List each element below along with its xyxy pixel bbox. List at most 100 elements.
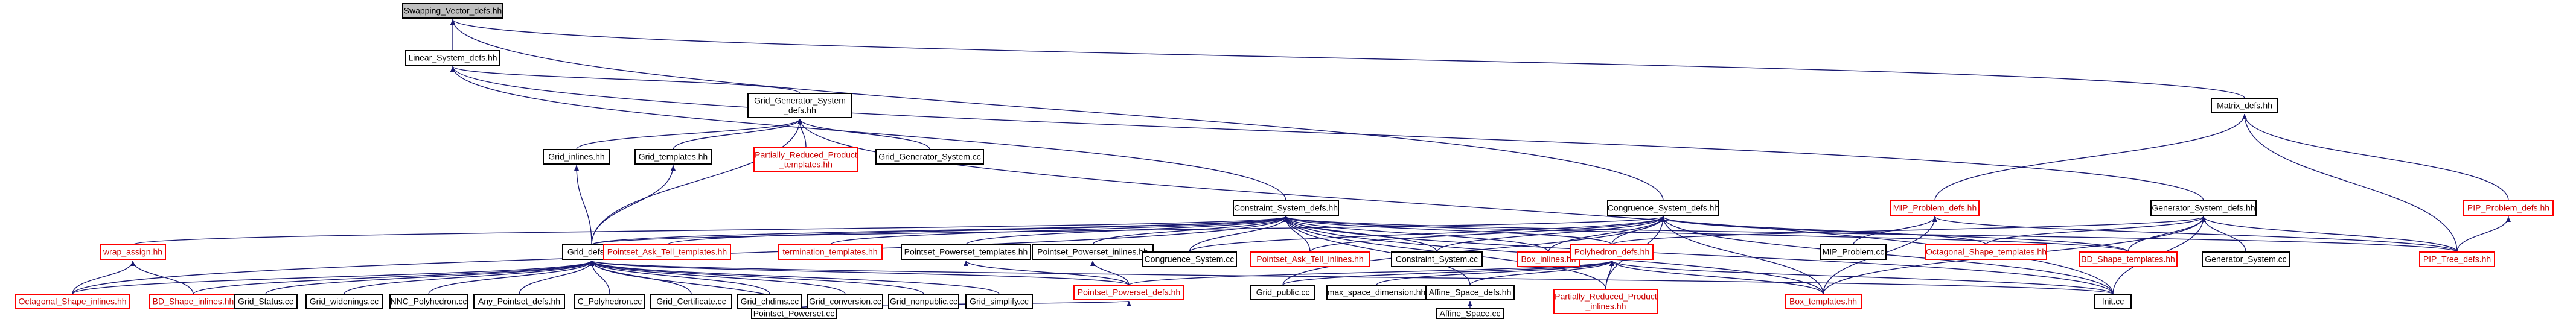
node-label: Grid_chdims.cc (741, 297, 799, 306)
node-box (389, 294, 468, 309)
node-asd[interactable]: Affine_Space_defs.hh (1425, 285, 1515, 300)
edge-phd-to-gsd (1611, 216, 2206, 245)
node-cpol[interactable]: C_Polyhedron.cc (574, 294, 645, 309)
edge-cgsc-to-cgsd (1189, 216, 1666, 253)
node-gcert[interactable]: Grid_Certificate.cc (650, 294, 732, 309)
node-gst[interactable]: Grid_Status.cc (234, 294, 298, 309)
edge-asd-to-phd (1469, 260, 1614, 286)
node-ppd[interactable]: Pointset_Powerset_defs.hh (1073, 285, 1184, 300)
node-octi[interactable]: Octagonal_Shape_inlines.hh (15, 294, 130, 309)
node-ppt[interactable]: Pointset_Powerset_templates.hh (901, 244, 1031, 260)
node-gpub[interactable]: Grid_public.cc (1250, 285, 1315, 300)
node-box (807, 294, 883, 309)
node-label: _inlines.hh (1585, 302, 1626, 311)
edge-ppd-to-ppi (1090, 260, 1130, 286)
node-patt[interactable]: Pointset_Ask_Tell_templates.hh (603, 244, 731, 260)
edge-phd-to-csd (1283, 216, 1612, 245)
node-phd[interactable]: Polyhedron_defs.hh (1570, 244, 1654, 260)
node-gwid[interactable]: Grid_widenings.cc (305, 294, 383, 309)
node-gconv[interactable]: Grid_conversion.cc (807, 294, 883, 309)
node-box (603, 244, 731, 260)
node-nnc[interactable]: NNC_Polyhedron.cc (389, 294, 468, 309)
node-box (1607, 200, 1719, 216)
node-csd[interactable]: Constraint_System_defs.hh (1233, 200, 1339, 216)
node-lsd[interactable]: Linear_System_defs.hh (405, 50, 500, 66)
node-bdsi[interactable]: BD_Shape_inlines.hh (149, 294, 237, 309)
edge-gchd-to-gdef (589, 260, 770, 295)
node-box (778, 244, 883, 260)
edge-gdef-to-cgsd (591, 216, 1666, 245)
node-gin[interactable]: Grid_inlines.hh (543, 149, 610, 165)
node-box (875, 149, 984, 165)
edge-pati-to-cgsd (1309, 216, 1666, 253)
node-label: Affine_Space_defs.hh (1429, 288, 1512, 297)
node-label: NNC_Polyhedron.cc (391, 297, 467, 306)
node-apd[interactable]: Any_Pointset_defs.hh (473, 294, 565, 309)
node-octt[interactable]: Octagonal_Shape_templates.hh (1925, 244, 2047, 260)
edge-msd-to-phd (1376, 260, 1614, 286)
node-mipc[interactable]: MIP_Problem.cc (1820, 244, 1887, 260)
node-label: Grid_public.cc (1256, 288, 1310, 297)
node-ggsc[interactable]: Grid_Generator_System.cc (875, 149, 984, 165)
node-csc[interactable]: Constraint_System.cc (1391, 251, 1483, 267)
node-cgsc[interactable]: Congruence_System.cc (1142, 251, 1237, 267)
node-label: Any_Pointset_defs.hh (478, 297, 560, 306)
edge-ppd-to-ppt (964, 260, 1130, 286)
edge-gwid-to-gdef (344, 260, 594, 295)
node-mipd[interactable]: MIP_Problem_defs.hh (1890, 200, 1980, 216)
node-pipt[interactable]: PIP_Tree_defs.hh (2419, 251, 2495, 267)
edge-asd-to-csd (1283, 216, 1471, 286)
edge-mipd-to-mat (1934, 113, 2247, 201)
node-gsimp[interactable]: Grid_simplify.cc (965, 294, 1033, 309)
node-label: Matrix_defs.hh (2217, 101, 2272, 110)
node-label: Grid_widenings.cc (310, 297, 379, 306)
node-pipd[interactable]: PIP_Problem_defs.hh (2463, 200, 2554, 216)
node-term[interactable]: termination_templates.hh (778, 244, 883, 260)
node-msd[interactable]: max_space_dimension.hh (1326, 285, 1427, 300)
node-mat[interactable]: Matrix_defs.hh (2211, 98, 2278, 113)
node-swv[interactable]: Swapping_Vector_defs.hh (402, 3, 503, 19)
node-ggs[interactable]: Grid_Generator_System_defs.hh (747, 93, 852, 118)
edge-gpub-to-phd (1282, 260, 1614, 286)
node-bdst[interactable]: BD_Shape_templates.hh (2079, 251, 2178, 267)
node-boxt[interactable]: Box_templates.hh (1785, 294, 1862, 309)
node-wrap[interactable]: wrap_assign.hh (100, 244, 166, 260)
node-label: Box_templates.hh (1789, 297, 1857, 306)
node-asc[interactable]: Affine_Space.cc (1436, 308, 1504, 319)
edge-gin-to-ggs (576, 118, 802, 150)
node-label: Linear_System_defs.hh (408, 53, 497, 63)
node-gnonp[interactable]: Grid_nonpublic.cc (888, 294, 959, 309)
node-box (1570, 244, 1654, 260)
node-prp[interactable]: Partially_Reduced_Product_templates.hh (753, 147, 858, 172)
node-box (1925, 244, 2047, 260)
node-label: Partially_Reduced_Product (1555, 292, 1657, 302)
node-gsc[interactable]: Generator_System.cc (2202, 251, 2290, 267)
edge-pipd-to-mat (2242, 113, 2509, 201)
edge-ppd-to-phd (1128, 260, 1614, 286)
node-cgsd[interactable]: Congruence_System_defs.hh (1607, 200, 1719, 216)
node-label: Octagonal_Shape_templates.hh (1926, 247, 2047, 257)
edge-octt-to-cgsd (1661, 216, 1987, 245)
node-label: max_space_dimension.hh (1328, 288, 1426, 297)
node-label: Pointset_Powerset_templates.hh (904, 247, 1028, 257)
node-ppi[interactable]: Pointset_Powerset_inlines.hh (1032, 244, 1154, 260)
edge-gdef-to-gtp (591, 165, 676, 245)
node-prpi[interactable]: Partially_Reduced_Product_inlines.hh (1553, 289, 1658, 314)
node-gtp[interactable]: Grid_templates.hh (634, 149, 712, 165)
node-pati[interactable]: Pointset_Ask_Tell_inlines.hh (1250, 251, 1370, 267)
edge-apd-to-gdef (519, 260, 594, 295)
node-label: Affine_Space.cc (1440, 309, 1501, 318)
node-label: Init.cc (2102, 297, 2124, 306)
node-pps[interactable]: Pointset_Powerset.cc (751, 308, 837, 319)
node-label: Congruence_System.cc (1145, 254, 1235, 264)
edge-prpi-to-phd (1605, 260, 1614, 290)
node-label: PIP_Problem_defs.hh (2467, 203, 2549, 213)
node-gchd[interactable]: Grid_chdims.cc (737, 294, 802, 309)
node-box (1890, 200, 1980, 216)
edge-octi-to-wrap (72, 260, 135, 295)
node-init[interactable]: Init.cc (2094, 294, 2132, 309)
edge-pipt-to-pipd (2456, 216, 2511, 253)
node-box (901, 244, 1031, 260)
node-box (1425, 285, 1515, 300)
node-gsd[interactable]: Generator_System_defs.hh (2150, 200, 2257, 216)
